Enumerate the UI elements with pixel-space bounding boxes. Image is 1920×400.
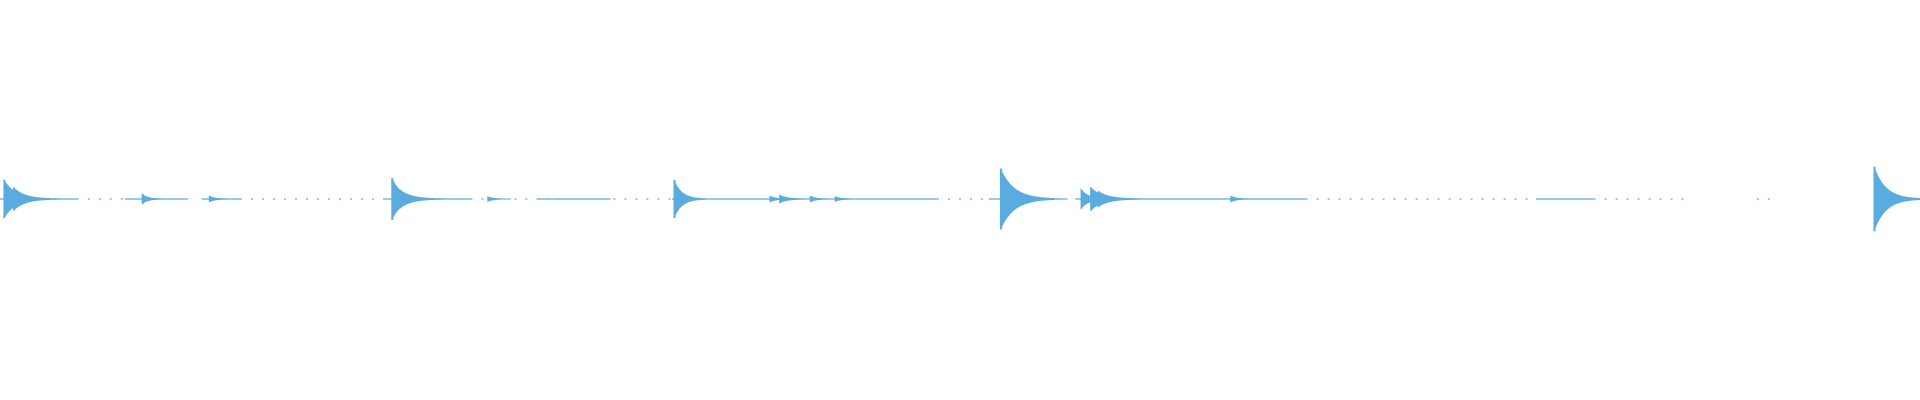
waveform-burst (13, 186, 60, 212)
waveform-burst (141, 193, 166, 205)
waveform-burst (1097, 190, 1145, 208)
waveform-burst (1011, 186, 1059, 212)
waveform-burst (1230, 195, 1255, 203)
waveform-bursts (3, 166, 1920, 232)
waveform-burst (208, 195, 233, 203)
waveform-burst (398, 188, 446, 210)
waveform-burst (487, 196, 512, 202)
waveform-burst (809, 195, 834, 203)
waveform-burst (834, 196, 859, 202)
waveform-burst (779, 194, 811, 204)
waveform-burst (673, 179, 706, 219)
waveform-burst (1885, 188, 1920, 210)
